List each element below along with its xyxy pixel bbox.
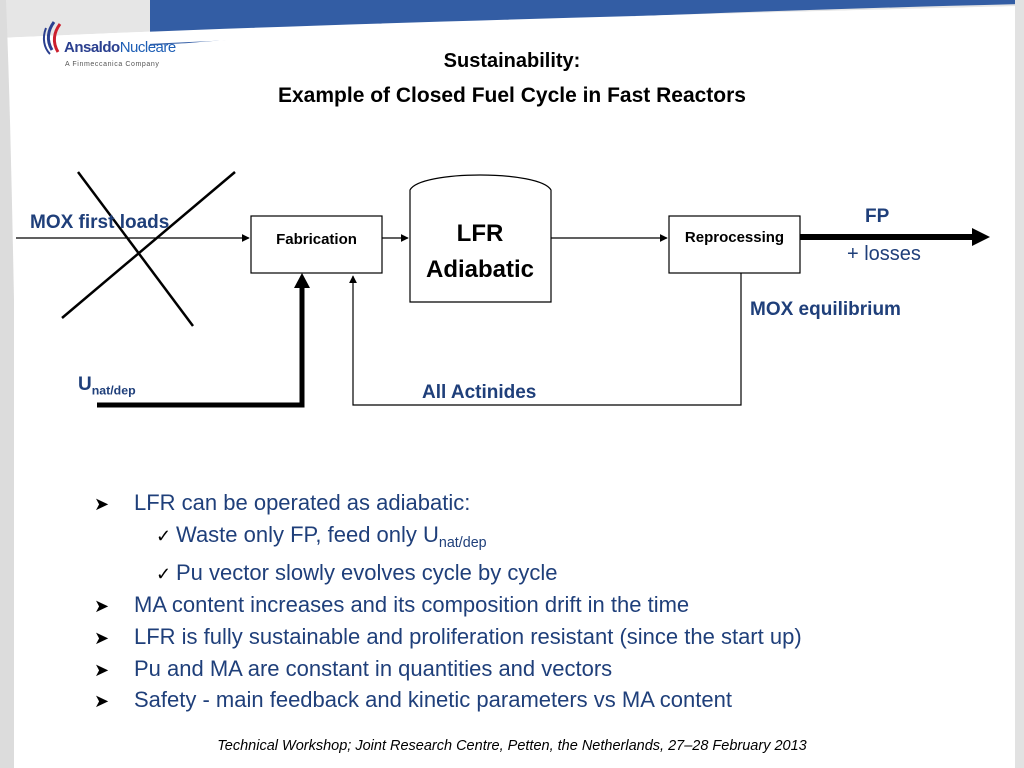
logo-name-part2: Nucleare [119,39,177,56]
arrowhead-bullet-icon: ➤ [94,627,110,648]
label-fabrication: Fabrication [276,231,357,248]
bullet-item: ➤MA content increases and its compositio… [94,590,802,622]
label-losses: + losses [847,243,921,265]
right-grey-band [1015,0,1024,768]
actinides-recycle-arrow [349,273,742,406]
arrowhead-bullet-icon: ➤ [94,596,110,617]
logo-wordmark: AnsaldoNucleare [64,39,176,56]
label-reactor-line2: Adiabatic [425,256,535,283]
arrowhead-bullet-icon: ➤ [94,494,110,514]
bullet-item: ➤Safety - main feedback and kinetic para… [94,685,802,717]
footer-text: Technical Workshop; Joint Research Centr… [217,738,807,754]
slide-title-line2: Example of Closed Fuel Cycle in Fast Rea… [278,84,746,107]
label-reactor-line1: LFR [456,220,504,247]
label-mox-equilibrium: MOX equilibrium [750,299,901,320]
arrowhead-bullet-icon: ➤ [94,659,110,680]
bullet-item: ➤LFR is fully sustainable and proliferat… [94,622,802,654]
reprocessing-box [668,215,801,274]
sub-bullet-item: ✓Pu vector slowly evolves cycle by cycle [94,558,802,590]
bullet-item: ➤LFR can be operated as adiabatic: [94,488,802,520]
fp-output-arrowhead [972,228,990,246]
label-fp: FP [865,206,890,227]
label-reactor: LFR Adiabatic [410,216,550,288]
label-reprocessing: Reprocessing [684,229,785,246]
unat-feed-line [97,285,305,408]
unat-subscript: nat/dep [91,383,136,398]
fabrication-box [250,215,383,274]
label-all-actinides: All Actinides [422,382,537,403]
logo-tagline: A Finmeccanica Company [65,61,160,68]
reactor-vessel [409,174,552,303]
left-grey-band [0,0,14,768]
cross-out-line-2 [61,171,236,319]
logo-name-part1: Ansaldo [64,39,120,56]
label-mox-first-loads: MOX first loads [30,212,170,233]
slide-title-line1: Sustainability: [443,50,581,72]
top-blue-band [150,0,1024,46]
bullet-item: ➤Pu and MA are constant in quantities an… [94,654,802,686]
label-unat-dep: Unat/dep [78,374,136,397]
checkmark-icon: ✓ [156,564,172,585]
unat-main: U [78,374,92,395]
sub-bullet-item: ✓Waste only FP, feed only Unat/dep [156,521,487,551]
ansaldo-swirl-icon [42,21,62,55]
checkmark-icon: ✓ [156,525,172,546]
cross-out-line-1 [76,171,195,327]
bullet-list: ➤LFR can be operated as adiabatic: ✓Wast… [94,488,802,717]
unat-feed-arrowhead [294,273,310,288]
arrowhead-bullet-icon: ➤ [94,691,110,712]
